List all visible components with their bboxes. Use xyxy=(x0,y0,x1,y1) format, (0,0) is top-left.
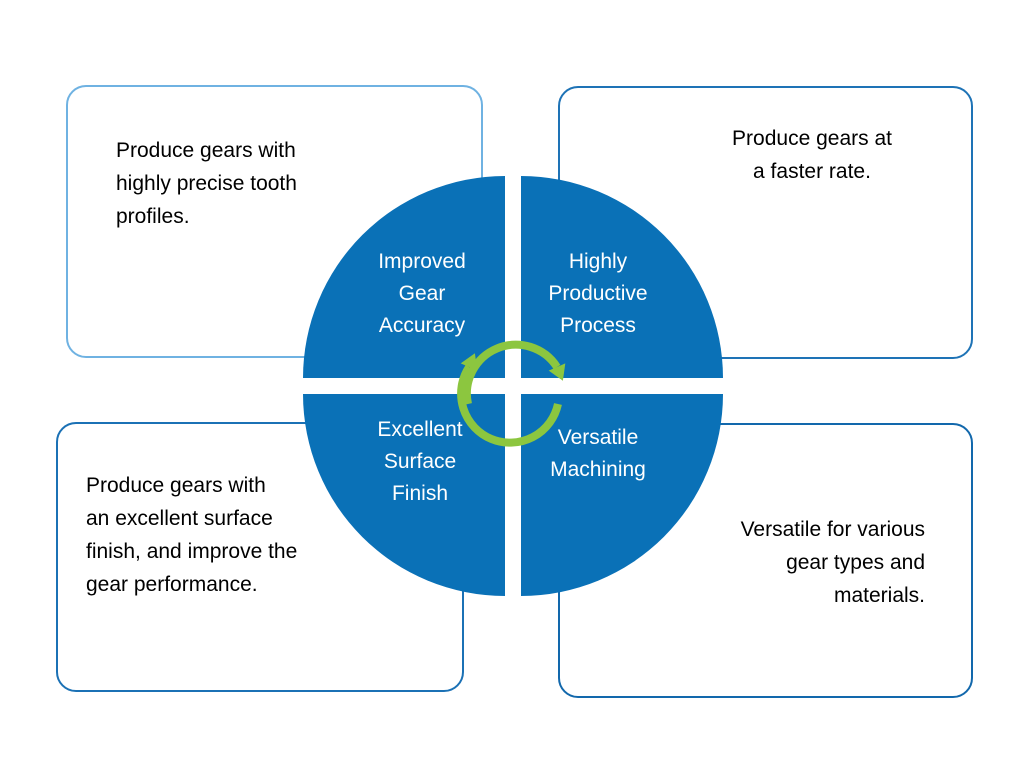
text-line: Versatile xyxy=(557,426,639,449)
text-line: an excellent surface xyxy=(86,507,273,530)
cycle-arrows-icon xyxy=(457,340,566,447)
text-line: Improved xyxy=(378,250,466,273)
cycle-arrowhead-left xyxy=(460,353,478,371)
callout-text: Produce gears with highly precise tooth … xyxy=(116,134,481,233)
text-line: Versatile for various xyxy=(740,518,925,541)
text-line: Productive xyxy=(548,282,648,305)
quadrant-label-excellent-surface-finish: Excellent Surface Finish xyxy=(325,414,515,510)
quadrant-label-versatile-machining: Versatile Machining xyxy=(503,422,693,486)
text-line: highly precise tooth xyxy=(116,172,297,195)
cycle-arrowhead-right xyxy=(548,363,566,381)
text-line: Machining xyxy=(550,458,646,481)
text-line: Highly xyxy=(568,250,628,273)
text-line: materials. xyxy=(833,584,925,607)
callout-text: Produce gears at a faster rate. xyxy=(680,122,944,188)
text-line: Produce gears at xyxy=(732,127,892,150)
text-line: Surface xyxy=(383,450,457,473)
text-line: Finish xyxy=(391,482,449,505)
text-line: Process xyxy=(560,314,636,337)
quadrant-label-highly-productive-process: Highly Productive Process xyxy=(503,246,693,342)
text-line: profiles. xyxy=(116,205,190,228)
cycle-arc-bottom xyxy=(457,364,562,447)
text-line: a faster rate. xyxy=(753,160,871,183)
callout-text: Versatile for various gear types and mat… xyxy=(560,513,925,612)
callout-text: Produce gears with an excellent surface … xyxy=(86,469,462,601)
cycle-arc-top xyxy=(462,340,561,405)
text-line: Produce gears with xyxy=(116,139,296,162)
text-line: Accuracy xyxy=(378,314,466,337)
cycle-diagram-circle: Improved Gear Accuracy Highly Productive… xyxy=(303,176,723,596)
text-line: gear performance. xyxy=(86,573,258,596)
text-line: gear types and xyxy=(786,551,925,574)
text-line: finish, and improve the xyxy=(86,540,298,563)
text-line: Produce gears with xyxy=(86,474,266,497)
text-line: Gear xyxy=(398,282,446,305)
quadrant-label-improved-gear-accuracy: Improved Gear Accuracy xyxy=(327,246,517,342)
text-line: Excellent xyxy=(377,418,463,441)
